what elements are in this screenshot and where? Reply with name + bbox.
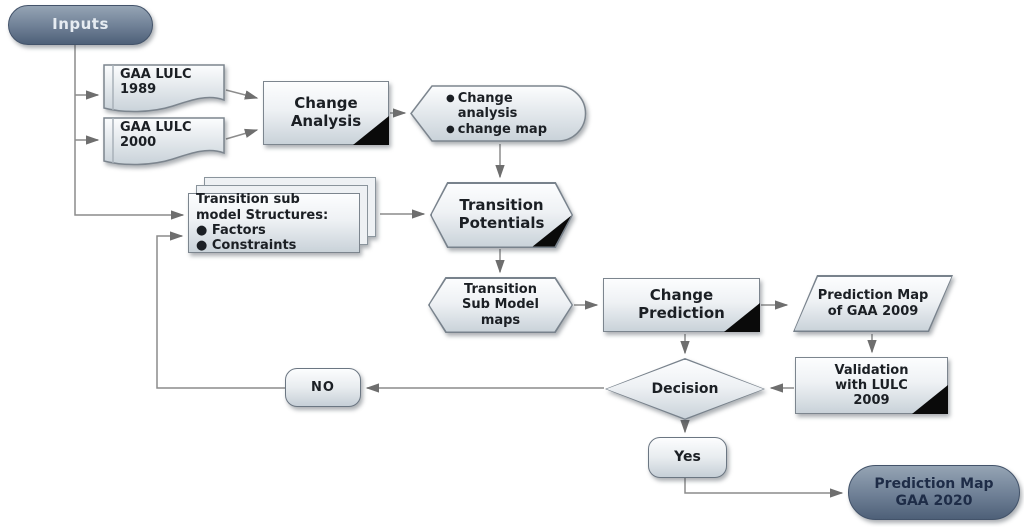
prediction-map-2020-capsule-shape	[848, 465, 1020, 520]
corner-fold-icon	[353, 116, 389, 145]
display-shape-icon	[410, 85, 587, 142]
node-doc-2000: GAA LULC 2000	[103, 117, 225, 167]
bullet-icon: ●	[446, 123, 455, 135]
node-sub-model-maps: Transition Sub Model maps	[428, 277, 573, 333]
bullet-icon: ●	[446, 93, 455, 104]
node-doc-1989: GAA LULC 1989	[103, 64, 225, 114]
hexagon-fill	[429, 278, 572, 332]
change-outputs-item-2: change map	[457, 121, 547, 137]
hexagon-fill	[431, 183, 572, 247]
corner-fold-icon	[724, 303, 760, 332]
node-inputs: Inputs	[8, 5, 153, 45]
document-shape-icon	[103, 117, 225, 166]
node-decision: Decision	[605, 358, 765, 420]
edge-doc2000-to-change-analysis	[225, 128, 259, 140]
document-shape-icon	[103, 64, 225, 113]
node-prediction-map-2009: Prediction Map of GAA 2009	[793, 275, 953, 332]
edge-no-feedback-to-submodels	[156, 231, 285, 389]
node-change-prediction: Change Prediction	[603, 278, 760, 332]
node-validation: Validation with LULC 2009	[795, 357, 948, 414]
yes-shape	[648, 437, 727, 478]
edge-doc1989-to-change-analysis	[225, 89, 259, 100]
node-sub-models: Transition sub model Structures: ● Facto…	[188, 177, 380, 255]
diamond-fill	[606, 359, 764, 419]
node-no: NO	[285, 368, 361, 407]
corner-fold-icon	[531, 214, 572, 247]
node-transition-potentials: Transition Potentials	[430, 182, 573, 248]
list-item: ● Change analysis	[446, 91, 588, 122]
corner-fold-icon	[912, 385, 948, 414]
edge-yes-to-map2020	[684, 478, 844, 498]
change-outputs-list: ● Change analysis ● change map	[446, 85, 588, 143]
edge-inputs-trunk-to-submodels	[74, 45, 185, 220]
change-outputs-item-1: Change analysis	[457, 91, 518, 122]
node-change-outputs: ● Change analysis ● change map	[410, 85, 588, 143]
node-change-analysis: Change Analysis	[263, 81, 389, 145]
inputs-capsule-shape	[8, 5, 153, 45]
node-yes: Yes	[648, 437, 727, 478]
sub-models-shape	[188, 193, 360, 253]
node-prediction-map-2020: Prediction Map GAA 2020	[848, 465, 1020, 520]
list-item: ● change map	[446, 122, 588, 137]
parallelogram-fill	[794, 276, 952, 331]
no-shape	[285, 368, 361, 407]
